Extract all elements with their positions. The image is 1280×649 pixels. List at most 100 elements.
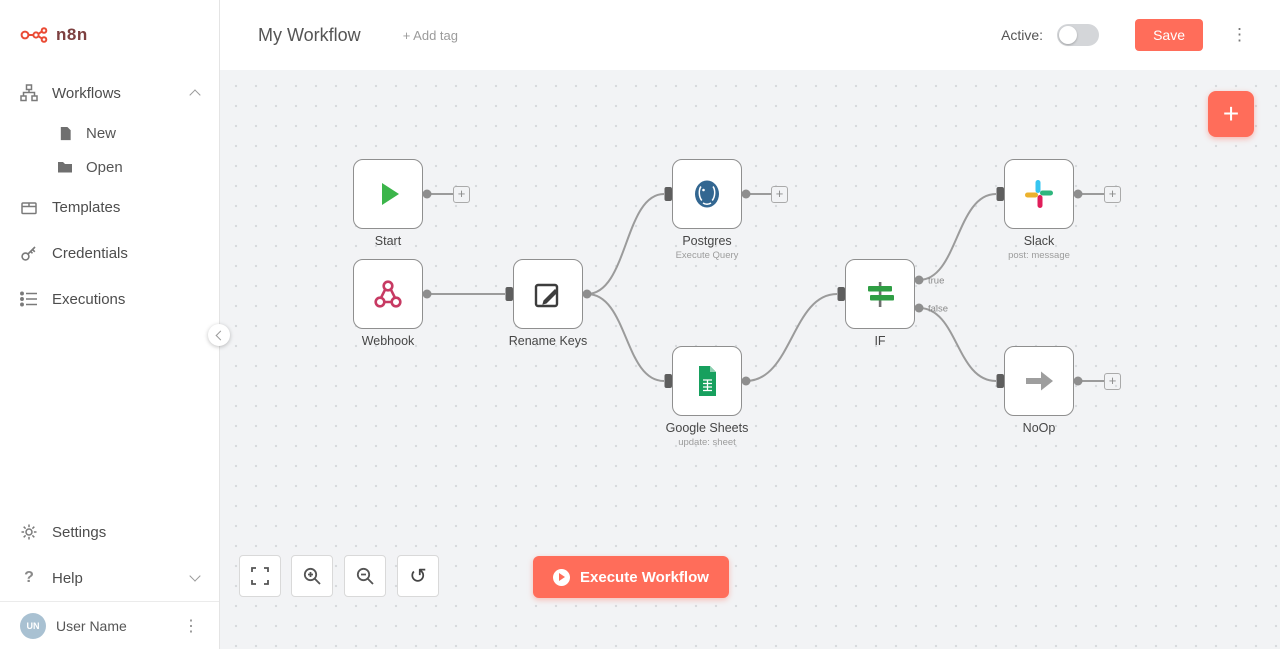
node-google-sheets[interactable]: Google Sheets update: sheet xyxy=(666,346,748,448)
node-label: Start xyxy=(374,234,402,248)
active-label: Active: xyxy=(1001,27,1044,43)
postgres-icon xyxy=(695,180,719,208)
webhook-icon xyxy=(374,280,402,308)
wire-rename-sheets xyxy=(586,293,665,382)
play-circle-icon xyxy=(553,568,570,586)
node-subtitle: post: message xyxy=(1008,250,1070,261)
main-area: My Workflow + Add tag Active: Save ⋮ + xyxy=(208,0,1280,649)
node-webhook[interactable]: Webhook xyxy=(353,259,423,348)
node-rename-keys[interactable]: Rename Keys xyxy=(509,259,587,348)
node-subtitle: update: sheet xyxy=(678,437,736,448)
toggle-knob xyxy=(1059,26,1078,44)
node-start[interactable]: Start xyxy=(353,159,423,248)
node-noop[interactable]: NoOp xyxy=(1004,346,1074,435)
node-label: Webhook xyxy=(361,334,415,348)
add-connection-button[interactable]: + xyxy=(1104,373,1121,390)
sidebar-item-credentials[interactable]: Credentials xyxy=(0,230,219,276)
zoom-in-icon xyxy=(303,567,321,585)
if-true-label: true xyxy=(928,276,944,287)
active-toggle[interactable] xyxy=(1057,24,1100,46)
node-subtitle: Execute Query xyxy=(675,250,739,261)
user-name: User Name xyxy=(56,617,127,634)
sidebar-item-help[interactable]: ? Help xyxy=(0,555,219,601)
sitemap-icon xyxy=(20,84,38,102)
user-menu[interactable]: UN User Name ⋮ xyxy=(0,601,219,649)
brand-logo[interactable]: n8n xyxy=(0,0,219,70)
sidebar-item-settings[interactable]: Settings xyxy=(0,509,219,555)
wire-if-false-noop xyxy=(918,307,997,382)
n8n-logo-icon xyxy=(20,27,48,43)
wire-sheets-if xyxy=(745,293,838,382)
save-button[interactable]: Save xyxy=(1135,19,1203,51)
workflow-header: My Workflow + Add tag Active: Save ⋮ xyxy=(220,0,1280,70)
sidebar-item-templates[interactable]: Templates xyxy=(0,184,219,230)
reset-zoom-button[interactable]: ↺ xyxy=(397,555,439,597)
execute-workflow-label: Execute Workflow xyxy=(580,568,709,586)
workflow-title[interactable]: My Workflow xyxy=(258,24,361,45)
node-slack[interactable]: Slack post: message xyxy=(1004,159,1074,261)
zoom-out-button[interactable] xyxy=(344,555,386,597)
question-icon: ? xyxy=(24,569,34,586)
sidebar-item-label: Templates xyxy=(52,198,121,216)
workflow-menu-icon[interactable]: ⋮ xyxy=(1231,25,1248,44)
sidebar-spacer xyxy=(0,322,219,509)
collapse-sidebar-button[interactable] xyxy=(208,324,230,346)
sidebar-item-workflows[interactable]: Workflows xyxy=(0,70,219,116)
add-connection-button[interactable]: + xyxy=(453,186,470,203)
reset-zoom-icon: ↺ xyxy=(409,564,427,588)
node-postgres[interactable]: Postgres Execute Query xyxy=(672,159,742,261)
sidebar-item-label: Help xyxy=(52,569,83,587)
node-label: Rename Keys xyxy=(508,334,588,348)
sidebar-item-label: Credentials xyxy=(52,244,128,262)
canvas-toolbar: ↺ Execute Workflow xyxy=(220,70,1280,649)
sidebar-item-label: Executions xyxy=(52,290,126,308)
node-if[interactable]: IF xyxy=(845,259,915,348)
play-icon xyxy=(382,183,399,205)
avatar: UN xyxy=(20,612,46,639)
sidebar-nav: Workflows New Open xyxy=(0,70,219,322)
chevron-up-icon xyxy=(189,89,201,101)
zoom-out-icon xyxy=(356,567,374,585)
chevron-left-icon xyxy=(215,330,226,340)
slack-icon xyxy=(1025,180,1053,208)
add-tag-button[interactable]: + Add tag xyxy=(402,27,458,43)
list-icon xyxy=(20,291,38,307)
signpost-icon xyxy=(868,282,894,307)
sidebar-bottom-nav: Settings ? Help xyxy=(0,509,219,601)
box-icon xyxy=(20,198,38,216)
node-label: Slack xyxy=(1023,234,1055,248)
execute-workflow-button[interactable]: Execute Workflow xyxy=(533,556,729,598)
zoom-to-fit-button[interactable] xyxy=(239,555,281,597)
wire-rename-postgres xyxy=(586,193,665,295)
chevron-down-icon xyxy=(189,570,201,582)
add-node-button[interactable]: + xyxy=(1208,91,1254,137)
sidebar-item-executions[interactable]: Executions xyxy=(0,276,219,322)
sidebar-item-label: Settings xyxy=(52,523,107,541)
if-false-label: false xyxy=(928,304,948,315)
node-label: NoOp xyxy=(1022,421,1056,435)
add-connection-button[interactable]: + xyxy=(1104,186,1121,203)
sidebar-item-label: New xyxy=(86,124,117,142)
node-label: Postgres xyxy=(682,234,732,248)
user-kebab-icon[interactable]: ⋮ xyxy=(183,617,199,635)
edit-icon xyxy=(534,283,559,308)
wire-if-true-slack xyxy=(918,193,997,281)
folder-icon xyxy=(56,160,74,174)
workflow-canvas[interactable]: + xyxy=(208,70,1280,649)
google-sheets-icon xyxy=(699,366,716,396)
gear-icon xyxy=(20,523,38,541)
brand-name: n8n xyxy=(56,25,88,44)
header-actions: Active: Save ⋮ xyxy=(1001,19,1254,51)
sidebar-item-new[interactable]: New xyxy=(0,116,219,150)
sidebar-item-open[interactable]: Open xyxy=(0,150,219,184)
key-icon xyxy=(20,244,38,262)
node-label: IF xyxy=(874,334,886,348)
arrow-right-icon xyxy=(1026,371,1053,391)
sidebar-item-label: Workflows xyxy=(52,84,121,102)
sidebar: n8n Workflows xyxy=(0,0,220,649)
add-connection-button[interactable]: + xyxy=(771,186,788,203)
file-icon xyxy=(56,126,74,141)
zoom-to-fit-icon xyxy=(251,567,269,585)
zoom-in-button[interactable] xyxy=(291,555,333,597)
